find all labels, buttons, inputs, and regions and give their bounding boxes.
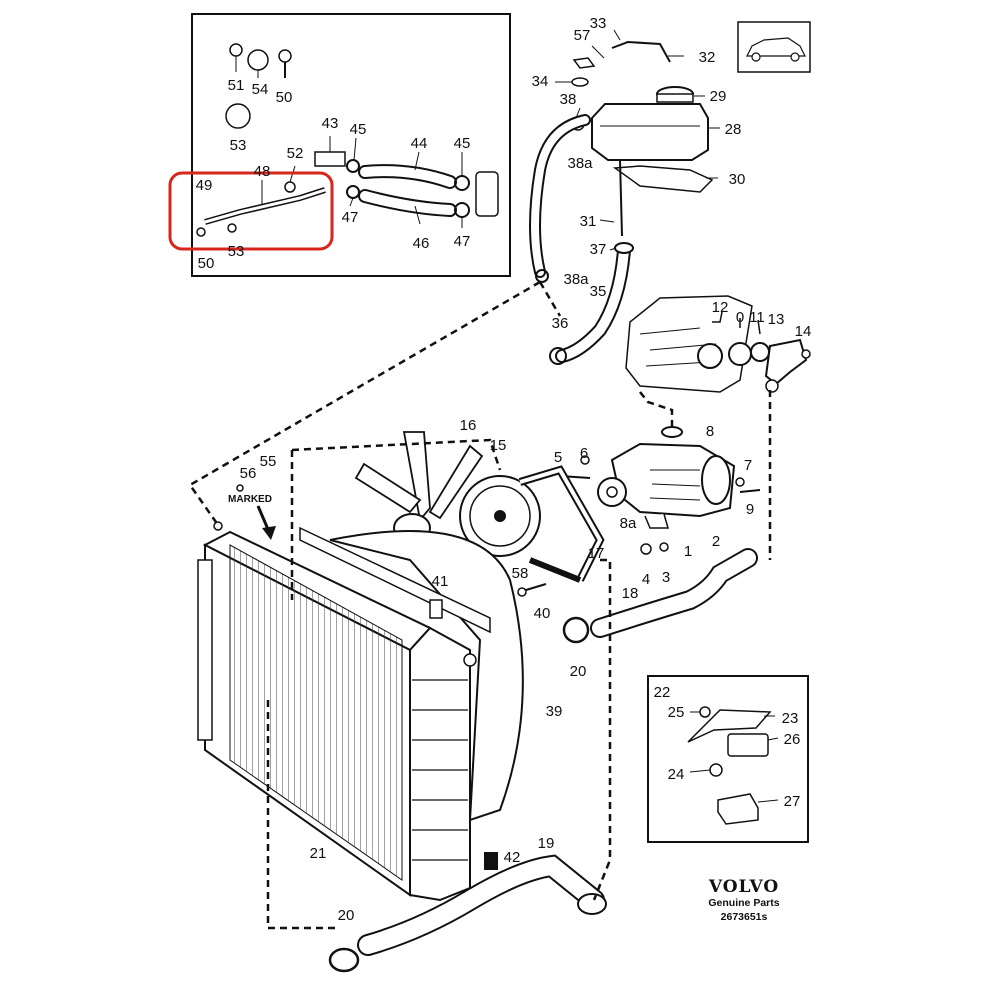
callout-22: 22 xyxy=(654,684,671,701)
callout-14: 14 xyxy=(795,323,812,340)
callout-49: 49 xyxy=(196,177,213,194)
callout-23: 23 xyxy=(782,710,799,727)
callout-45: 45 xyxy=(454,135,471,152)
callout-47: 47 xyxy=(342,209,359,226)
callout-33: 33 xyxy=(590,15,607,32)
callout-36: 36 xyxy=(552,315,569,332)
callout-32: 32 xyxy=(699,49,716,66)
callout-42: 42 xyxy=(504,849,521,866)
heater-hose-inset xyxy=(191,13,511,277)
callout-8: 8 xyxy=(706,423,714,440)
callout-53: 53 xyxy=(228,243,245,260)
callout-51: 51 xyxy=(228,77,245,94)
expansion-tank-assembly xyxy=(529,29,720,365)
callout-52: 52 xyxy=(287,145,304,162)
highlight-box xyxy=(168,171,334,251)
callout-53: 53 xyxy=(230,137,247,154)
callout-38: 38 xyxy=(560,91,577,108)
callout-1: 1 xyxy=(684,543,692,560)
fan-shroud xyxy=(329,530,524,822)
callout-18: 18 xyxy=(622,585,639,602)
callout-39: 39 xyxy=(546,703,563,720)
callout-40: 40 xyxy=(534,605,551,622)
callout-10: 0 xyxy=(736,309,744,326)
callout-38a: 38a xyxy=(567,155,593,172)
callout-41: 41 xyxy=(432,573,449,590)
callout-38a: 38a xyxy=(563,271,589,288)
callout-48: 48 xyxy=(254,163,271,180)
callout-labels: 51 54 50 53 43 45 44 45 52 48 49 47 46 4… xyxy=(196,15,812,924)
callout-4: 4 xyxy=(642,571,650,588)
callout-55: 55 xyxy=(260,453,277,470)
brand-name: VOLVO xyxy=(708,877,779,897)
callout-46: 46 xyxy=(413,235,430,252)
callout-2: 2 xyxy=(712,533,720,550)
callout-8a: 8a xyxy=(620,515,637,532)
callout-19: 19 xyxy=(538,835,555,852)
brand-block: VOLVO Genuine Parts 2673651s xyxy=(708,877,780,923)
callout-34: 34 xyxy=(532,73,549,90)
callout-6: 6 xyxy=(580,445,588,462)
callout-27: 27 xyxy=(784,793,801,810)
callout-20: 20 xyxy=(338,907,355,924)
callout-12: 12 xyxy=(712,299,729,316)
callout-43: 43 xyxy=(322,115,339,132)
callout-58: 58 xyxy=(512,565,529,582)
engine-thermostat xyxy=(625,295,811,393)
callout-54: 54 xyxy=(252,81,269,98)
callout-11: 11 xyxy=(749,309,765,326)
callout-24: 24 xyxy=(668,766,685,783)
radiator xyxy=(197,484,547,902)
callout-20: 20 xyxy=(570,663,587,680)
callout-45: 45 xyxy=(350,121,367,138)
callout-57: 57 xyxy=(574,27,591,44)
hose-clamp-20-lower xyxy=(328,947,360,973)
car-thumbnail xyxy=(737,21,811,73)
routing-lines xyxy=(188,280,772,930)
callout-26: 26 xyxy=(784,731,801,748)
brand-part-number: 2673651s xyxy=(721,911,768,923)
brand-subtitle: Genuine Parts xyxy=(708,897,779,909)
callout-56: 56 xyxy=(240,465,257,482)
callout-28: 28 xyxy=(725,121,742,138)
callout-47: 47 xyxy=(454,233,471,250)
callout-35: 35 xyxy=(590,283,607,300)
callout-16: 16 xyxy=(460,417,477,434)
callout-5: 5 xyxy=(554,449,562,466)
callout-50: 50 xyxy=(276,89,293,106)
callout-44: 44 xyxy=(411,135,428,152)
callout-15: 15 xyxy=(490,437,507,454)
bracket-inset xyxy=(647,675,809,843)
callout-30: 30 xyxy=(729,171,746,188)
callout-50: 50 xyxy=(198,255,215,272)
callout-7: 7 xyxy=(744,457,752,474)
callout-21: 21 xyxy=(310,845,327,862)
callout-37: 37 xyxy=(590,241,607,258)
callout-17: 17 xyxy=(588,545,605,562)
hose-clamp-20-upper xyxy=(562,616,590,644)
callout-9: 9 xyxy=(746,501,754,518)
callout-13: 13 xyxy=(768,311,785,328)
marked-label: MARKED xyxy=(228,494,272,505)
callout-3: 3 xyxy=(662,569,670,586)
callout-25: 25 xyxy=(668,704,685,721)
callout-29: 29 xyxy=(710,88,727,105)
callout-31: 31 xyxy=(580,213,597,230)
water-pump xyxy=(559,426,761,555)
